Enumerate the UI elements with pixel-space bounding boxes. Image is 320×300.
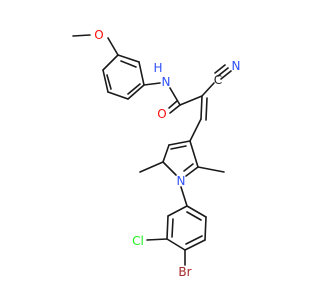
atom-label-o-methoxy: O xyxy=(94,28,103,42)
bond xyxy=(120,60,137,68)
atom-label-n-pyrrole: N xyxy=(177,174,186,188)
bond xyxy=(171,218,174,238)
bond xyxy=(200,95,203,120)
bond xyxy=(143,82,161,86)
bond xyxy=(167,205,188,217)
bond xyxy=(107,37,119,56)
bond xyxy=(146,238,168,241)
bond xyxy=(102,54,119,71)
atom-label-nh-n: N xyxy=(162,75,171,89)
bond xyxy=(117,54,140,63)
bond xyxy=(220,70,232,80)
bond xyxy=(183,163,194,172)
atom-label-br: Br xyxy=(178,265,191,279)
bond xyxy=(106,74,112,90)
bond xyxy=(189,140,199,168)
bond xyxy=(214,64,226,74)
bond xyxy=(186,211,202,221)
atom-label-cl: Cl xyxy=(132,234,144,248)
bond-layer xyxy=(72,34,232,266)
atom-label-n-nitrile: N xyxy=(232,59,241,73)
bond xyxy=(138,61,145,86)
atom-label-c-nitrile: C xyxy=(214,73,222,87)
bond xyxy=(204,216,207,241)
bond xyxy=(168,140,191,146)
bond xyxy=(127,84,145,100)
molecule-structure: O H N C N O N Cl Br xyxy=(72,28,240,279)
bond xyxy=(185,235,203,245)
bond xyxy=(72,34,91,37)
bond xyxy=(162,144,170,163)
molecule-canvas: O H N C N O N Cl Br xyxy=(72,28,241,279)
bond xyxy=(217,67,229,77)
bond xyxy=(180,186,188,207)
bond xyxy=(139,161,164,173)
bond xyxy=(166,238,186,251)
bond xyxy=(184,239,206,251)
bond xyxy=(107,91,129,100)
bond xyxy=(189,118,202,142)
bond xyxy=(166,215,169,240)
atom-label-layer: O H N C N O N Cl Br xyxy=(94,28,240,279)
bond xyxy=(197,166,225,173)
atom-label-o-carbonyl: O xyxy=(157,107,166,121)
bond xyxy=(185,166,199,177)
bond xyxy=(102,69,109,93)
bond xyxy=(162,161,177,176)
bond xyxy=(169,104,181,114)
bond xyxy=(168,100,178,109)
bond xyxy=(205,97,208,121)
bond xyxy=(127,83,141,95)
bond xyxy=(169,87,181,106)
bond xyxy=(186,205,207,218)
bond xyxy=(179,95,203,106)
bond xyxy=(170,145,187,150)
atom-label-nh-h: H xyxy=(153,61,162,75)
bond xyxy=(201,82,215,97)
